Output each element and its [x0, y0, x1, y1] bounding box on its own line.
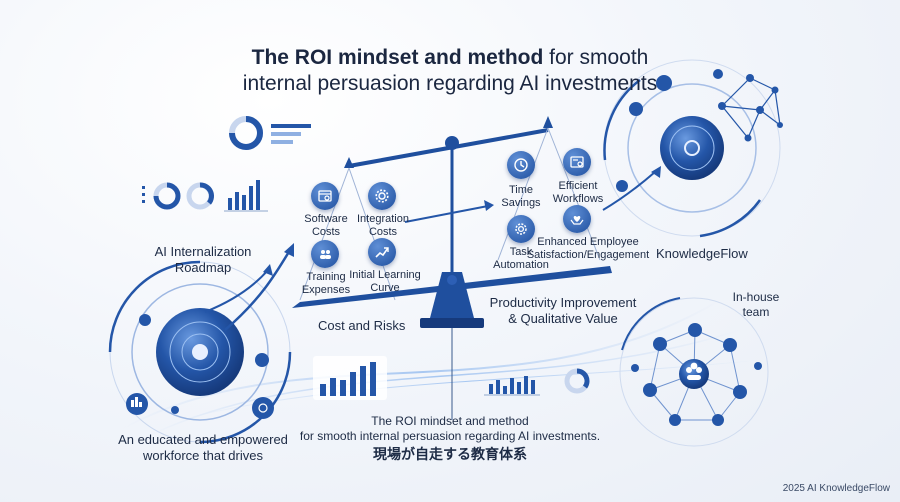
people-icon — [311, 240, 339, 268]
center-line-3: 現場が自走する教育体系 — [373, 446, 527, 462]
software-costs-label: Software Costs — [304, 213, 348, 238]
employee-satisfaction-label: Enhanced Employee Satisfaction/Engagemen… — [526, 236, 650, 261]
productivity-caption: Productivity Improvement & Qualitative V… — [489, 295, 637, 326]
browser-gear-icon — [311, 182, 339, 210]
in-house-team-label: In-house team — [732, 290, 780, 319]
workforce-label: An educated and empowered workforce that… — [118, 432, 288, 463]
efficient-workflows-label: Efficient Workflows — [552, 180, 604, 205]
integration-costs-label: Integration Costs — [357, 213, 409, 238]
trend-up-icon — [368, 238, 396, 266]
training-expenses-label: Training Expenses — [301, 271, 351, 296]
ai-roadmap-label: AI Internalization Roadmap — [154, 244, 252, 275]
knowledgeflow-label: KnowledgeFlow — [656, 246, 748, 261]
task-automation-label: Task Automation — [493, 246, 549, 271]
page-title: The ROI mindset and method for smooth in… — [242, 46, 658, 95]
heart-hands-icon — [563, 205, 591, 233]
balance-scale — [292, 116, 612, 420]
cost-and-risks-caption: Cost and Risks — [318, 318, 406, 333]
gear-icon — [368, 182, 396, 210]
center-line-1: The ROI mindset and method — [371, 414, 529, 428]
bottom-center-charts — [313, 356, 590, 400]
center-line-2: for smooth internal persuasion regarding… — [299, 429, 601, 443]
time-savings-label: Time Savings — [501, 184, 541, 209]
right-orb-system — [602, 59, 783, 238]
left-orb-system — [108, 243, 294, 444]
team-network — [619, 297, 769, 447]
workflow-icon — [563, 148, 591, 176]
top-left-mini-charts — [142, 116, 311, 212]
footer-credit: 2025 AI KnowledgeFlow — [782, 483, 890, 494]
clock-icon — [507, 151, 535, 179]
initial-learning-curve-label: Initial Learning Curve — [349, 269, 421, 294]
gear-cycle-icon — [507, 215, 535, 243]
